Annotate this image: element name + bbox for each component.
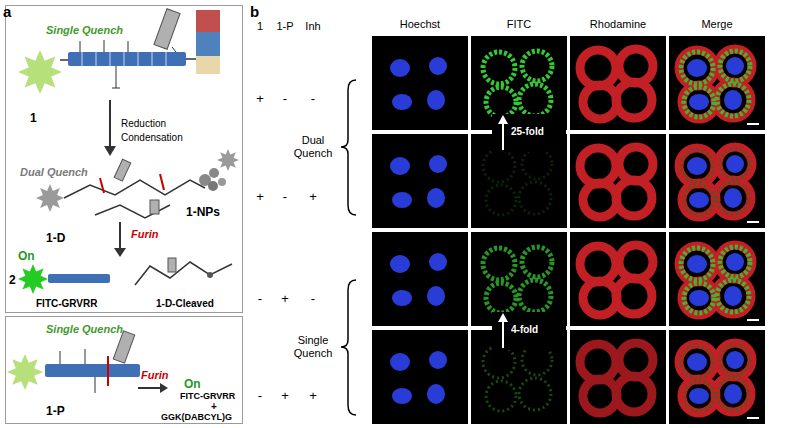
enzyme-label: Furin (131, 228, 159, 241)
molecule-label: 1-D-Cleaved (156, 298, 214, 310)
condition-sign: - (275, 92, 295, 107)
step-label: Condensation (121, 132, 183, 144)
condition-sign: - (250, 292, 270, 307)
condition-sign: - (303, 92, 323, 107)
compound-number: 2 (9, 274, 16, 288)
condition-sign: - (250, 389, 270, 404)
panel-letter: b (250, 3, 259, 20)
column-header: 1-P (270, 20, 300, 33)
state-label: On (184, 378, 201, 392)
molecule-label: 1-D (46, 232, 65, 246)
panel-letter: a (3, 3, 11, 20)
molecule-label: FITC-GRVRR (36, 298, 97, 310)
channel-header: Rhodamine (578, 18, 658, 31)
group-label: Single Quench (288, 334, 338, 360)
column-header: Inh (298, 20, 328, 33)
condition-sign: - (275, 190, 295, 205)
enzyme-label: Furin (141, 369, 169, 382)
fold-change: 4-fold (511, 324, 538, 336)
state-label: On (18, 250, 35, 264)
state-label: Single Quench (46, 24, 123, 37)
plus-sign: + (211, 401, 217, 413)
state-label: Single Quench (46, 323, 123, 336)
group-label: Dual Quench (288, 134, 338, 160)
condition-sign: + (303, 389, 323, 404)
channel-header: FITC (479, 18, 559, 31)
condition-sign: + (250, 92, 270, 107)
molecule-label: GGK(DABCYL)G (161, 412, 232, 422)
channel-header: Hoechst (380, 18, 460, 31)
condition-sign: + (275, 292, 295, 307)
molecule-label: 1-NPs (186, 206, 220, 220)
condition-sign: - (303, 292, 323, 307)
panel-box: Single Quench 1 ReductionCondensationDual … (5, 5, 243, 313)
state-label: Dual Quench (20, 166, 88, 179)
column-header: 1 (245, 20, 275, 33)
condition-sign: + (303, 190, 323, 205)
molecule-label: 1 (30, 112, 37, 126)
step-label: Reduction (121, 118, 166, 130)
condition-sign: + (275, 389, 295, 404)
molecule-label: FITC-GRVRR (180, 391, 235, 401)
molecule-label: 1-P (46, 405, 65, 419)
panel-box: Single Quench 1-P FurinOnFITC-GRVRR+GGK(DA… (5, 316, 243, 424)
condition-sign: + (250, 190, 270, 205)
fold-change: 25-fold (511, 126, 544, 138)
channel-header: Merge (677, 18, 757, 31)
